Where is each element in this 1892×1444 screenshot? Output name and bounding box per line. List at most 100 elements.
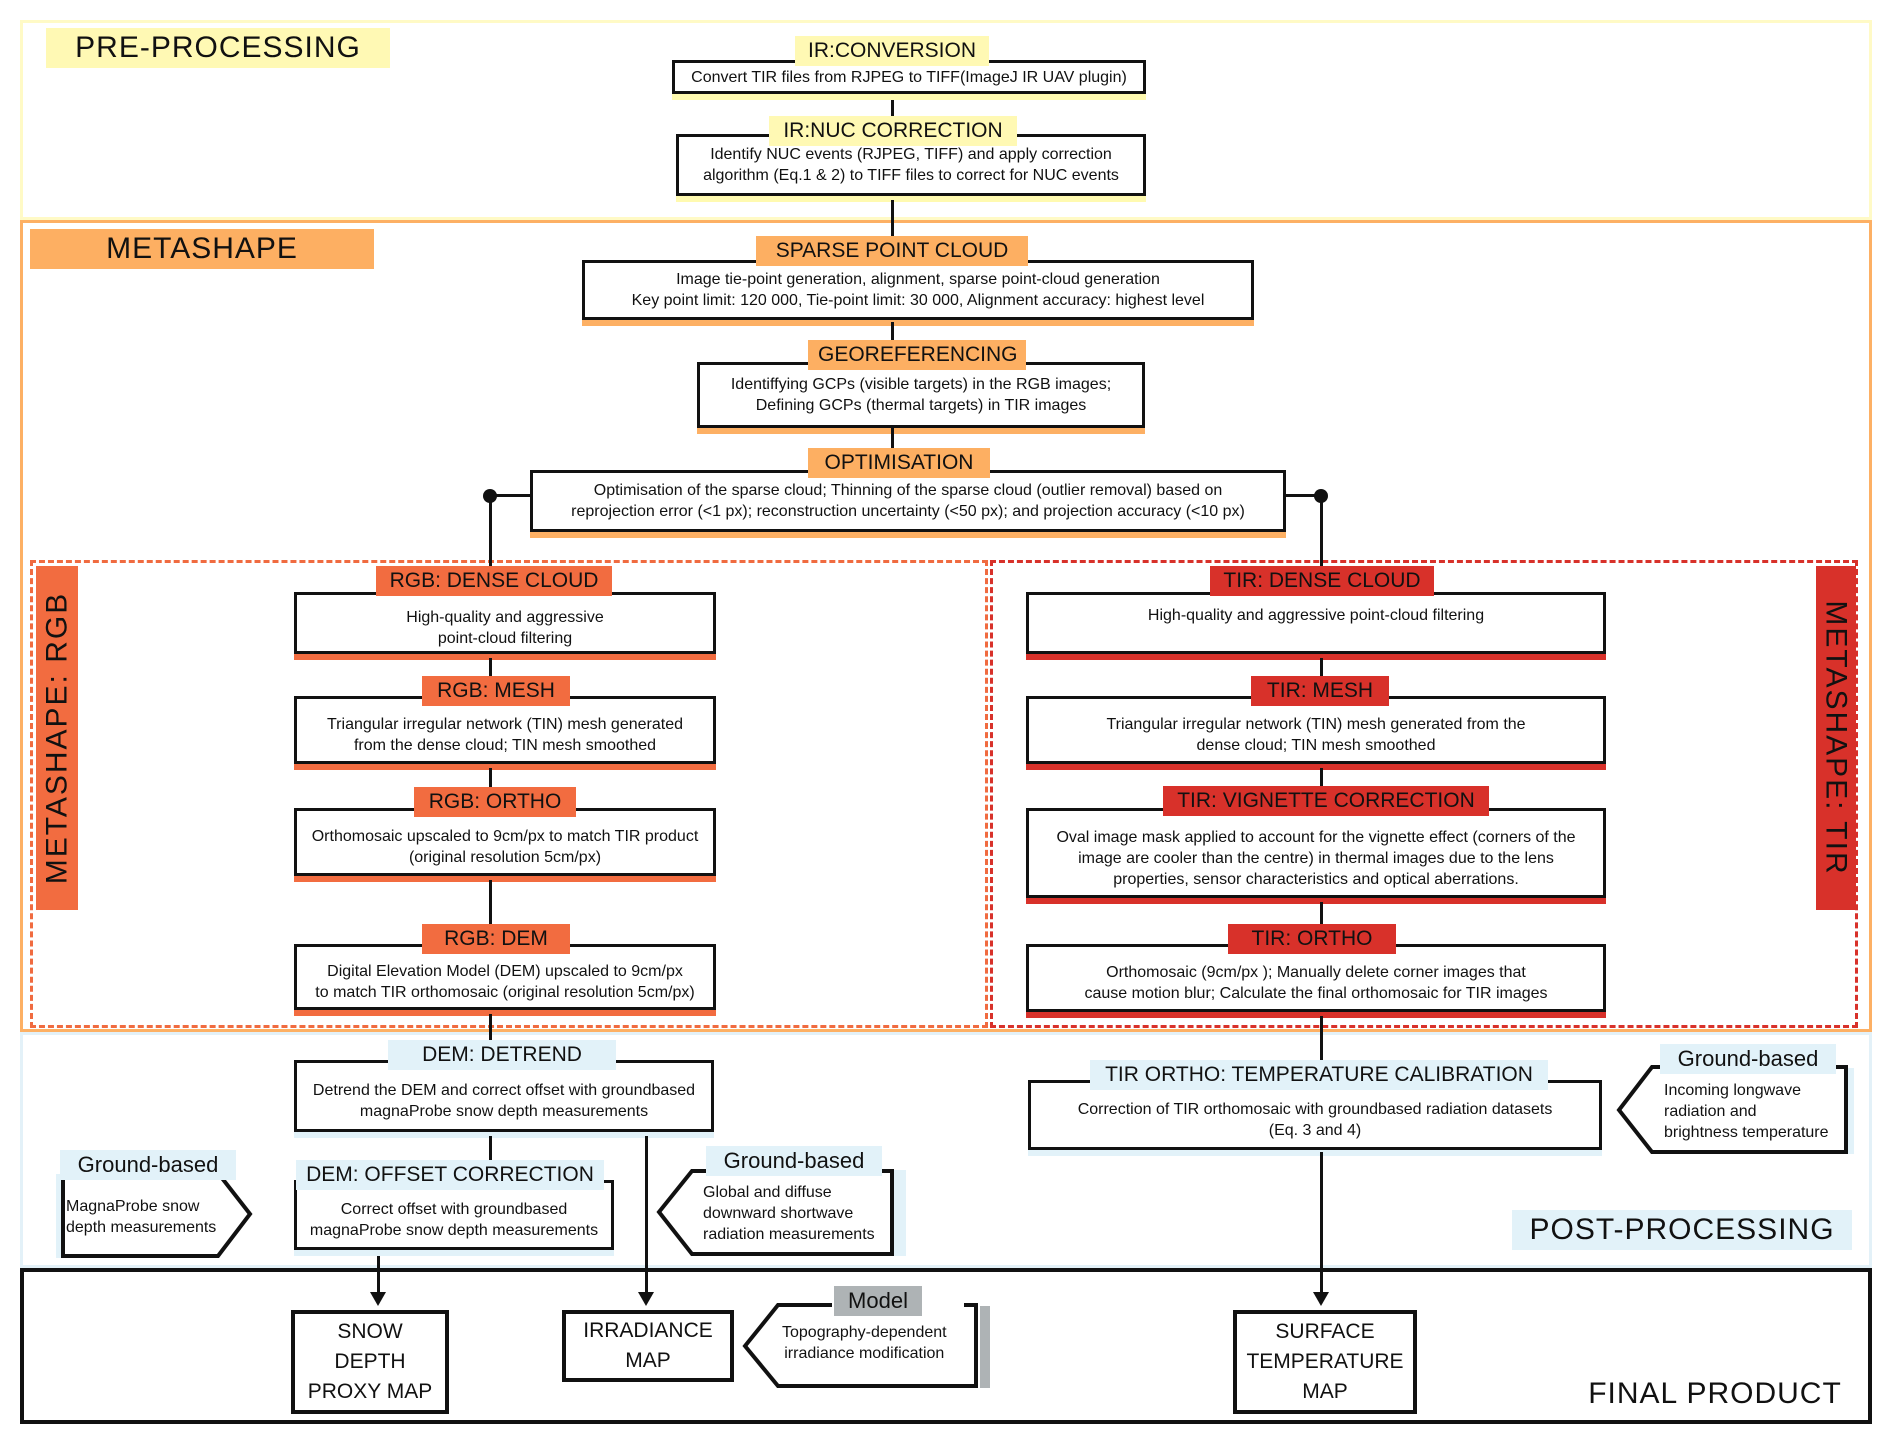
ir-nuc-title: IR:NUC CORRECTION	[769, 116, 1017, 146]
model-line2: irradiance modification	[784, 1345, 945, 1362]
connector-line	[489, 496, 492, 570]
dem-detrend-title: DEM: DETREND	[388, 1040, 616, 1070]
surface-temp-line3: MAP	[1302, 1380, 1348, 1403]
final-product-section	[20, 1268, 1872, 1424]
shortwave-line1: Global and diffuse	[703, 1184, 832, 1201]
snow-depth-proxy-map: SNOW DEPTH PROXY MAP	[291, 1310, 449, 1414]
shortwave-input-bg	[894, 1170, 906, 1256]
shortwave-input-title: Ground-based	[706, 1146, 882, 1176]
snow-depth-line1: SNOW	[337, 1320, 403, 1343]
pre-processing-label: PRE-PROCESSING	[46, 28, 390, 68]
connector-line	[489, 880, 492, 940]
rgb-dem-line2: to match TIR orthomosaic (original resol…	[315, 984, 695, 1001]
dem-detrend-box: Detrend the DEM and correct offset with …	[294, 1060, 714, 1132]
post-processing-section	[20, 1032, 1872, 1268]
ir-conversion-title: IR:CONVERSION	[795, 36, 989, 66]
arrow-down-icon	[638, 1292, 654, 1306]
georeferencing-title: GEOREFERENCING	[808, 340, 1026, 370]
optimisation-box: Optimisation of the sparse cloud; Thinni…	[530, 470, 1286, 532]
junction-dot	[1314, 489, 1328, 503]
shortwave-line3: radiation measurements	[703, 1226, 875, 1243]
shortwave-input-text: Global and diffuse downward shortwave ra…	[703, 1182, 875, 1245]
metashape-section	[20, 220, 1872, 1032]
connector-line	[1320, 496, 1323, 570]
model-input-title: Model	[834, 1286, 922, 1316]
tir-ortho-line2: cause motion blur; Calculate the final o…	[1084, 985, 1548, 1002]
tir-mesh-title: TIR: MESH	[1251, 676, 1389, 706]
sparse-line1: Image tie-point generation, alignment, s…	[676, 271, 1160, 288]
ir-nuc-line2: algorithm (Eq.1 & 2) to TIFF files to co…	[703, 167, 1119, 184]
model-line1: Topography-dependent	[782, 1324, 947, 1341]
tir-ortho-line1: Orthomosaic (9cm/px ); Manually delete c…	[1106, 964, 1526, 981]
longwave-input-text: Incoming longwave radiation and brightne…	[1664, 1080, 1829, 1143]
rgb-dem-box: Digital Elevation Model (DEM) upscaled t…	[294, 944, 716, 1010]
connector-line	[645, 1136, 648, 1294]
surface-temp-line1: SURFACE	[1275, 1320, 1375, 1343]
tir-calib-line1: Correction of TIR orthomosaic with groun…	[1077, 1101, 1553, 1118]
tir-mesh-line2: dense cloud; TIN mesh smoothed	[1196, 737, 1436, 754]
shortwave-input-shape	[656, 1169, 894, 1256]
connector-line	[489, 1014, 492, 1056]
sparse-point-cloud-title: SPARSE POINT CLOUD	[756, 236, 1028, 266]
tir-calibration-box: Correction of TIR orthomosaic with groun…	[1028, 1080, 1602, 1150]
metashape-label: METASHAPE	[30, 229, 374, 269]
irradiance-line1: IRRADIANCE	[583, 1319, 713, 1342]
magnaprobe-input-text: MagnaProbe snow depth measurements	[66, 1196, 216, 1238]
connector-line	[377, 1256, 380, 1294]
dem-offset-line1: Correct offset with groundbased	[340, 1201, 568, 1218]
snow-depth-line2: DEPTH	[334, 1350, 406, 1373]
connector-line	[891, 200, 894, 262]
metashape-rgb-label: METASHAPE: RGB	[36, 566, 78, 910]
model-input-shape	[742, 1303, 978, 1388]
tir-ortho-box: Orthomosaic (9cm/px ); Manually delete c…	[1026, 944, 1606, 1012]
post-processing-label: POST-PROCESSING	[1512, 1210, 1852, 1250]
optim-line1: Optimisation of the sparse cloud; Thinni…	[593, 482, 1223, 499]
connector-line	[1320, 1152, 1323, 1294]
tir-vignette-line2: image are cooler than the centre) in the…	[1078, 849, 1554, 867]
ir-conversion-text: Convert TIR files from RJPEG to TIFF(Ima…	[691, 68, 1127, 86]
optim-line2: reprojection error (<1 px); reconstructi…	[571, 503, 1245, 520]
longwave-line2: radiation and	[1664, 1103, 1757, 1120]
model-input-bg	[980, 1306, 990, 1388]
georef-line1: Identiffying GCPs (visible targets) in t…	[730, 376, 1112, 393]
shortwave-line2: downward shortwave	[703, 1205, 854, 1222]
tir-calibration-title: TIR ORTHO: TEMPERATURE CALIBRATION	[1090, 1060, 1548, 1090]
rgb-mesh-line2: from the dense cloud; TIN mesh smoothed	[353, 737, 657, 754]
rgb-dem-line1: Digital Elevation Model (DEM) upscaled t…	[327, 963, 683, 980]
longwave-line3: brightness temperature	[1664, 1124, 1829, 1141]
tir-mesh-box: Triangular irregular network (TIN) mesh …	[1026, 696, 1606, 764]
metashape-rgb-subsection	[30, 560, 988, 1028]
metashape-tir-label-text: METASHAPE: TIR	[1820, 600, 1854, 876]
junction-dot	[483, 489, 497, 503]
connector-line	[489, 768, 492, 802]
metashape-rgb-label-text: METASHAPE: RGB	[40, 591, 73, 885]
dem-offset-line2: magnaProbe snow depth measurements	[309, 1222, 599, 1239]
tir-vignette-title: TIR: VIGNETTE CORRECTION	[1163, 786, 1489, 816]
longwave-input-shape	[1616, 1065, 1848, 1154]
rgb-mesh-title: RGB: MESH	[422, 676, 570, 706]
sparse-line2: Key point limit: 120 000, Tie-point limi…	[631, 292, 1205, 309]
snow-depth-line3: PROXY MAP	[307, 1380, 433, 1403]
rgb-dense-line1: High-quality and aggressive	[406, 609, 604, 626]
rgb-dense-line2: point-cloud filtering	[437, 630, 573, 647]
connector-line	[489, 658, 492, 690]
tir-mesh-line1: Triangular irregular network (TIN) mesh …	[1106, 716, 1526, 733]
tir-dense-line1: High-quality and aggressive point-cloud …	[1147, 607, 1485, 624]
longwave-input-bg	[1844, 1068, 1854, 1154]
rgb-dense-cloud-box: High-quality and aggressive point-cloud …	[294, 592, 716, 654]
connector-line	[891, 100, 894, 128]
irradiance-map: IRRADIANCE MAP	[562, 1310, 734, 1382]
irradiance-line2: MAP	[625, 1349, 671, 1372]
dem-detrend-line2: magnaProbe snow depth measurements	[359, 1103, 649, 1120]
georef-line2: Defining GCPs (thermal targets) in TIR i…	[755, 397, 1087, 414]
tir-calib-line2: (Eq. 3 and 4)	[1268, 1122, 1362, 1139]
arrow-down-icon	[1313, 1292, 1329, 1306]
metashape-tir-subsection	[990, 560, 1858, 1028]
tir-vignette-box: Oval image mask applied to account for t…	[1026, 808, 1606, 898]
rgb-dem-title: RGB: DEM	[422, 924, 570, 954]
connector-line	[1320, 658, 1323, 690]
dem-detrend-line1: Detrend the DEM and correct offset with …	[312, 1082, 696, 1099]
connector-line	[1320, 902, 1323, 944]
rgb-mesh-box: Triangular irregular network (TIN) mesh …	[294, 696, 716, 764]
georeferencing-box: Identiffying GCPs (visible targets) in t…	[697, 362, 1145, 428]
